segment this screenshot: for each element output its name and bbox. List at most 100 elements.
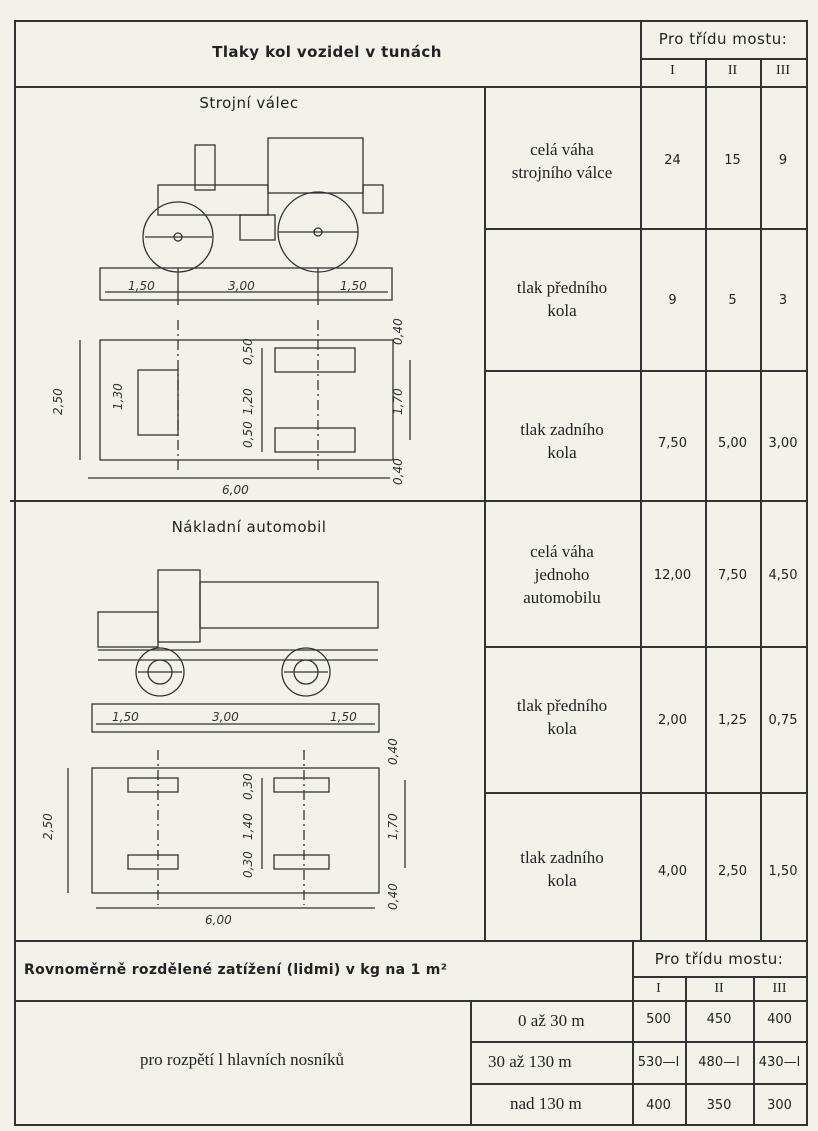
roller-rear-wheel-label: tlak zadního kola <box>520 420 604 462</box>
truck-dim-w1: 0,30 <box>241 773 255 800</box>
rule-row-1 <box>484 228 806 230</box>
rule-uniform-header-bottom <box>14 1000 806 1002</box>
truck-dim-b: 3,00 <box>212 710 239 724</box>
roller-total-iii: 9 <box>778 153 788 168</box>
rule-vehicle-divider <box>10 500 806 502</box>
uniform-class-col-ii: II <box>714 981 724 996</box>
roller-dim-m1: 0,40 <box>391 318 405 345</box>
roller-dim-front: 1,30 <box>111 383 125 410</box>
roller-total-ii: 15 <box>724 153 741 168</box>
roller-dim-w1: 0,50 <box>241 338 255 365</box>
rule-uniform-col-2 <box>753 976 755 1124</box>
uniform-range-3: nad 130 m <box>510 1094 582 1113</box>
roller-dim-w2: 1,20 <box>241 388 255 415</box>
rule-row-2 <box>484 370 806 372</box>
truck-total-ii: 7,50 <box>718 568 747 583</box>
truck-title: Nákladní automobil <box>171 518 327 536</box>
roller-dim-width: 2,50 <box>51 388 65 415</box>
uniform-r3-ii: 350 <box>706 1098 732 1113</box>
uniform-r2-i: 530—l <box>637 1055 680 1070</box>
rule-header-bottom <box>14 86 806 88</box>
uniform-r1-i: 500 <box>646 1012 671 1027</box>
truck-front-i: 2,00 <box>658 713 687 728</box>
uniform-r2-iii: 430—l <box>758 1055 801 1070</box>
roller-front-i: 9 <box>668 293 677 308</box>
roller-rear-iii: 3,00 <box>768 436 798 451</box>
truck-dim-m1: 0,40 <box>386 738 400 765</box>
roller-title: Strojní válec <box>199 94 299 112</box>
rule-row-5 <box>484 792 806 794</box>
uniform-span-label: pro rozpětí l hlavních nosníků <box>140 1050 344 1069</box>
rule-uniform-sub <box>632 976 806 978</box>
roller-rear-ii: 5,00 <box>718 436 747 451</box>
truck-dim-track: 1,70 <box>386 813 400 840</box>
uniform-r1-iii: 400 <box>767 1012 792 1027</box>
roller-dim-length: 6,00 <box>222 483 249 497</box>
truck-front-wheel-label: tlak předního kola <box>516 696 608 738</box>
truck-front-ii: 1,25 <box>718 713 747 728</box>
truck-dim-w3: 0,30 <box>241 851 255 878</box>
rule-uniform-row-2 <box>470 1083 806 1085</box>
truck-dim-width: 2,50 <box>41 813 55 840</box>
rule-top <box>14 20 806 22</box>
wheel-pressure-header: Tlaky kol vozidel v tunách <box>212 43 442 61</box>
uniform-class-header: Pro třídu mostu: <box>654 950 784 968</box>
uniform-class-col-i: I <box>656 981 661 996</box>
roller-total-weight-label: celá váha strojního válce <box>511 140 613 182</box>
truck-dim-m2: 0,40 <box>386 883 400 910</box>
roller-dim-m2: 0,40 <box>391 458 405 485</box>
uniform-range-2: 30 až 130 m <box>488 1052 572 1071</box>
truck-dim-length: 6,00 <box>205 913 232 927</box>
rule-uniform-range-col <box>470 1000 472 1124</box>
rule-uniform-row-1 <box>470 1041 806 1043</box>
truck-plan-view: 2,50 0,30 1,40 0,30 1,70 0,40 0,40 6,00 <box>41 738 406 927</box>
roller-side-view: 1,50 3,00 1,50 <box>99 137 393 305</box>
uniform-r3-iii: 300 <box>767 1098 792 1113</box>
truck-rear-wheel-label: tlak zadního kola <box>520 848 604 890</box>
rule-row-4 <box>484 646 806 648</box>
truck-rear-ii: 2,50 <box>718 864 747 879</box>
roller-dim-track: 1,70 <box>391 388 405 415</box>
rule-uniform-top <box>14 940 806 942</box>
roller-dim-b: 3,00 <box>228 279 255 293</box>
roller-total-i: 24 <box>664 153 681 168</box>
rule-uniform-class-col <box>632 940 634 1124</box>
roller-front-ii: 5 <box>728 293 737 308</box>
truck-dim-w2: 1,40 <box>241 813 255 840</box>
roller-dim-w3: 0,50 <box>241 421 255 448</box>
truck-front-iii: 0,75 <box>768 713 798 728</box>
rule-bottom <box>14 1124 806 1126</box>
rule-left <box>14 20 16 1126</box>
uniform-load-header: Rovnoměrně rozdělené zatížení (lidmi) v … <box>24 962 448 978</box>
roller-front-wheel-label: tlak předního kola <box>516 278 608 320</box>
uniform-class-col-iii: III <box>772 981 787 996</box>
rule-uniform-col-1 <box>685 976 687 1124</box>
rule-class-col <box>640 20 642 940</box>
truck-dim-c: 1,50 <box>330 710 357 724</box>
truck-rear-i: 4,00 <box>658 864 687 879</box>
roller-dim-a: 1,50 <box>128 279 155 293</box>
rule-col-2 <box>760 58 762 940</box>
rule-right <box>806 20 808 1126</box>
rule-class-subheader <box>640 58 806 60</box>
truck-total-weight-label: celá váha jednoho automobilu <box>523 542 601 607</box>
roller-front-iii: 3 <box>778 293 788 308</box>
truck-side-view: 1,50 3,00 1,50 <box>91 569 380 733</box>
class-col-i: I <box>670 63 675 78</box>
truck-total-i: 12,00 <box>653 568 692 583</box>
uniform-range-1: 0 až 30 m <box>518 1011 585 1030</box>
roller-plan-view: 2,50 1,30 0,50 1,20 0,50 1,70 0,40 0,40 … <box>51 318 411 497</box>
rule-label-col <box>484 86 486 940</box>
truck-total-iii: 4,50 <box>768 568 798 583</box>
truck-dim-a: 1,50 <box>112 710 139 724</box>
uniform-r2-ii: 480—l <box>698 1055 740 1070</box>
rule-col-1 <box>705 58 707 940</box>
truck-rear-iii: 1,50 <box>768 864 798 879</box>
uniform-r1-ii: 450 <box>706 1012 732 1027</box>
class-header: Pro třídu mostu: <box>658 30 788 48</box>
class-col-ii: II <box>727 63 738 78</box>
roller-dim-c: 1,50 <box>340 279 367 293</box>
class-col-iii: III <box>776 63 790 78</box>
uniform-r3-i: 400 <box>646 1098 671 1113</box>
